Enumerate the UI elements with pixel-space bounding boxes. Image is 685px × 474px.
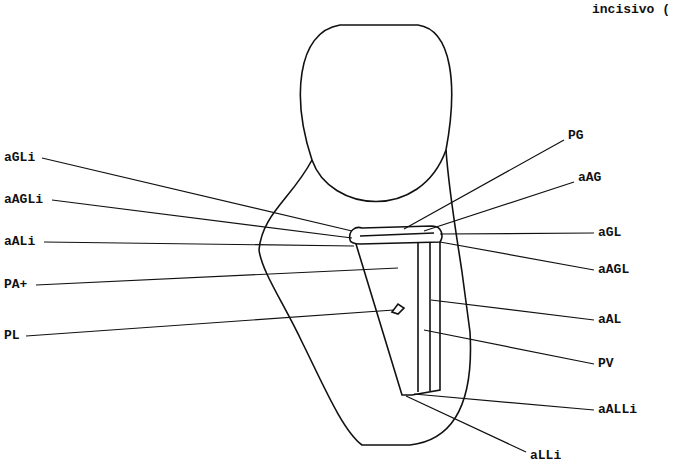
pulp-notch	[392, 304, 404, 314]
part-label: aGL	[598, 225, 621, 241]
part-label: aLLi	[530, 448, 561, 464]
crown-boundary	[312, 150, 446, 202]
leader-lines	[26, 140, 594, 452]
part-label: PA+	[4, 277, 27, 293]
part-label: aAG	[578, 170, 601, 186]
cavity-rim	[350, 226, 442, 244]
part-label: PV	[598, 356, 614, 372]
tooth-outline	[259, 25, 471, 445]
part-label: aAGLi	[4, 192, 43, 208]
cavity-floor	[360, 233, 434, 236]
part-label: PG	[568, 128, 584, 144]
heading-text: incisivo (	[592, 2, 670, 18]
cavity-wall	[356, 242, 440, 395]
part-label: aALLi	[598, 402, 637, 418]
part-label: aALi	[4, 234, 35, 250]
part-label: aAGL	[598, 262, 629, 278]
part-label: PL	[4, 328, 20, 344]
cavity-band	[418, 243, 430, 392]
part-label: aGLi	[4, 150, 35, 166]
part-label: aAL	[598, 312, 621, 328]
